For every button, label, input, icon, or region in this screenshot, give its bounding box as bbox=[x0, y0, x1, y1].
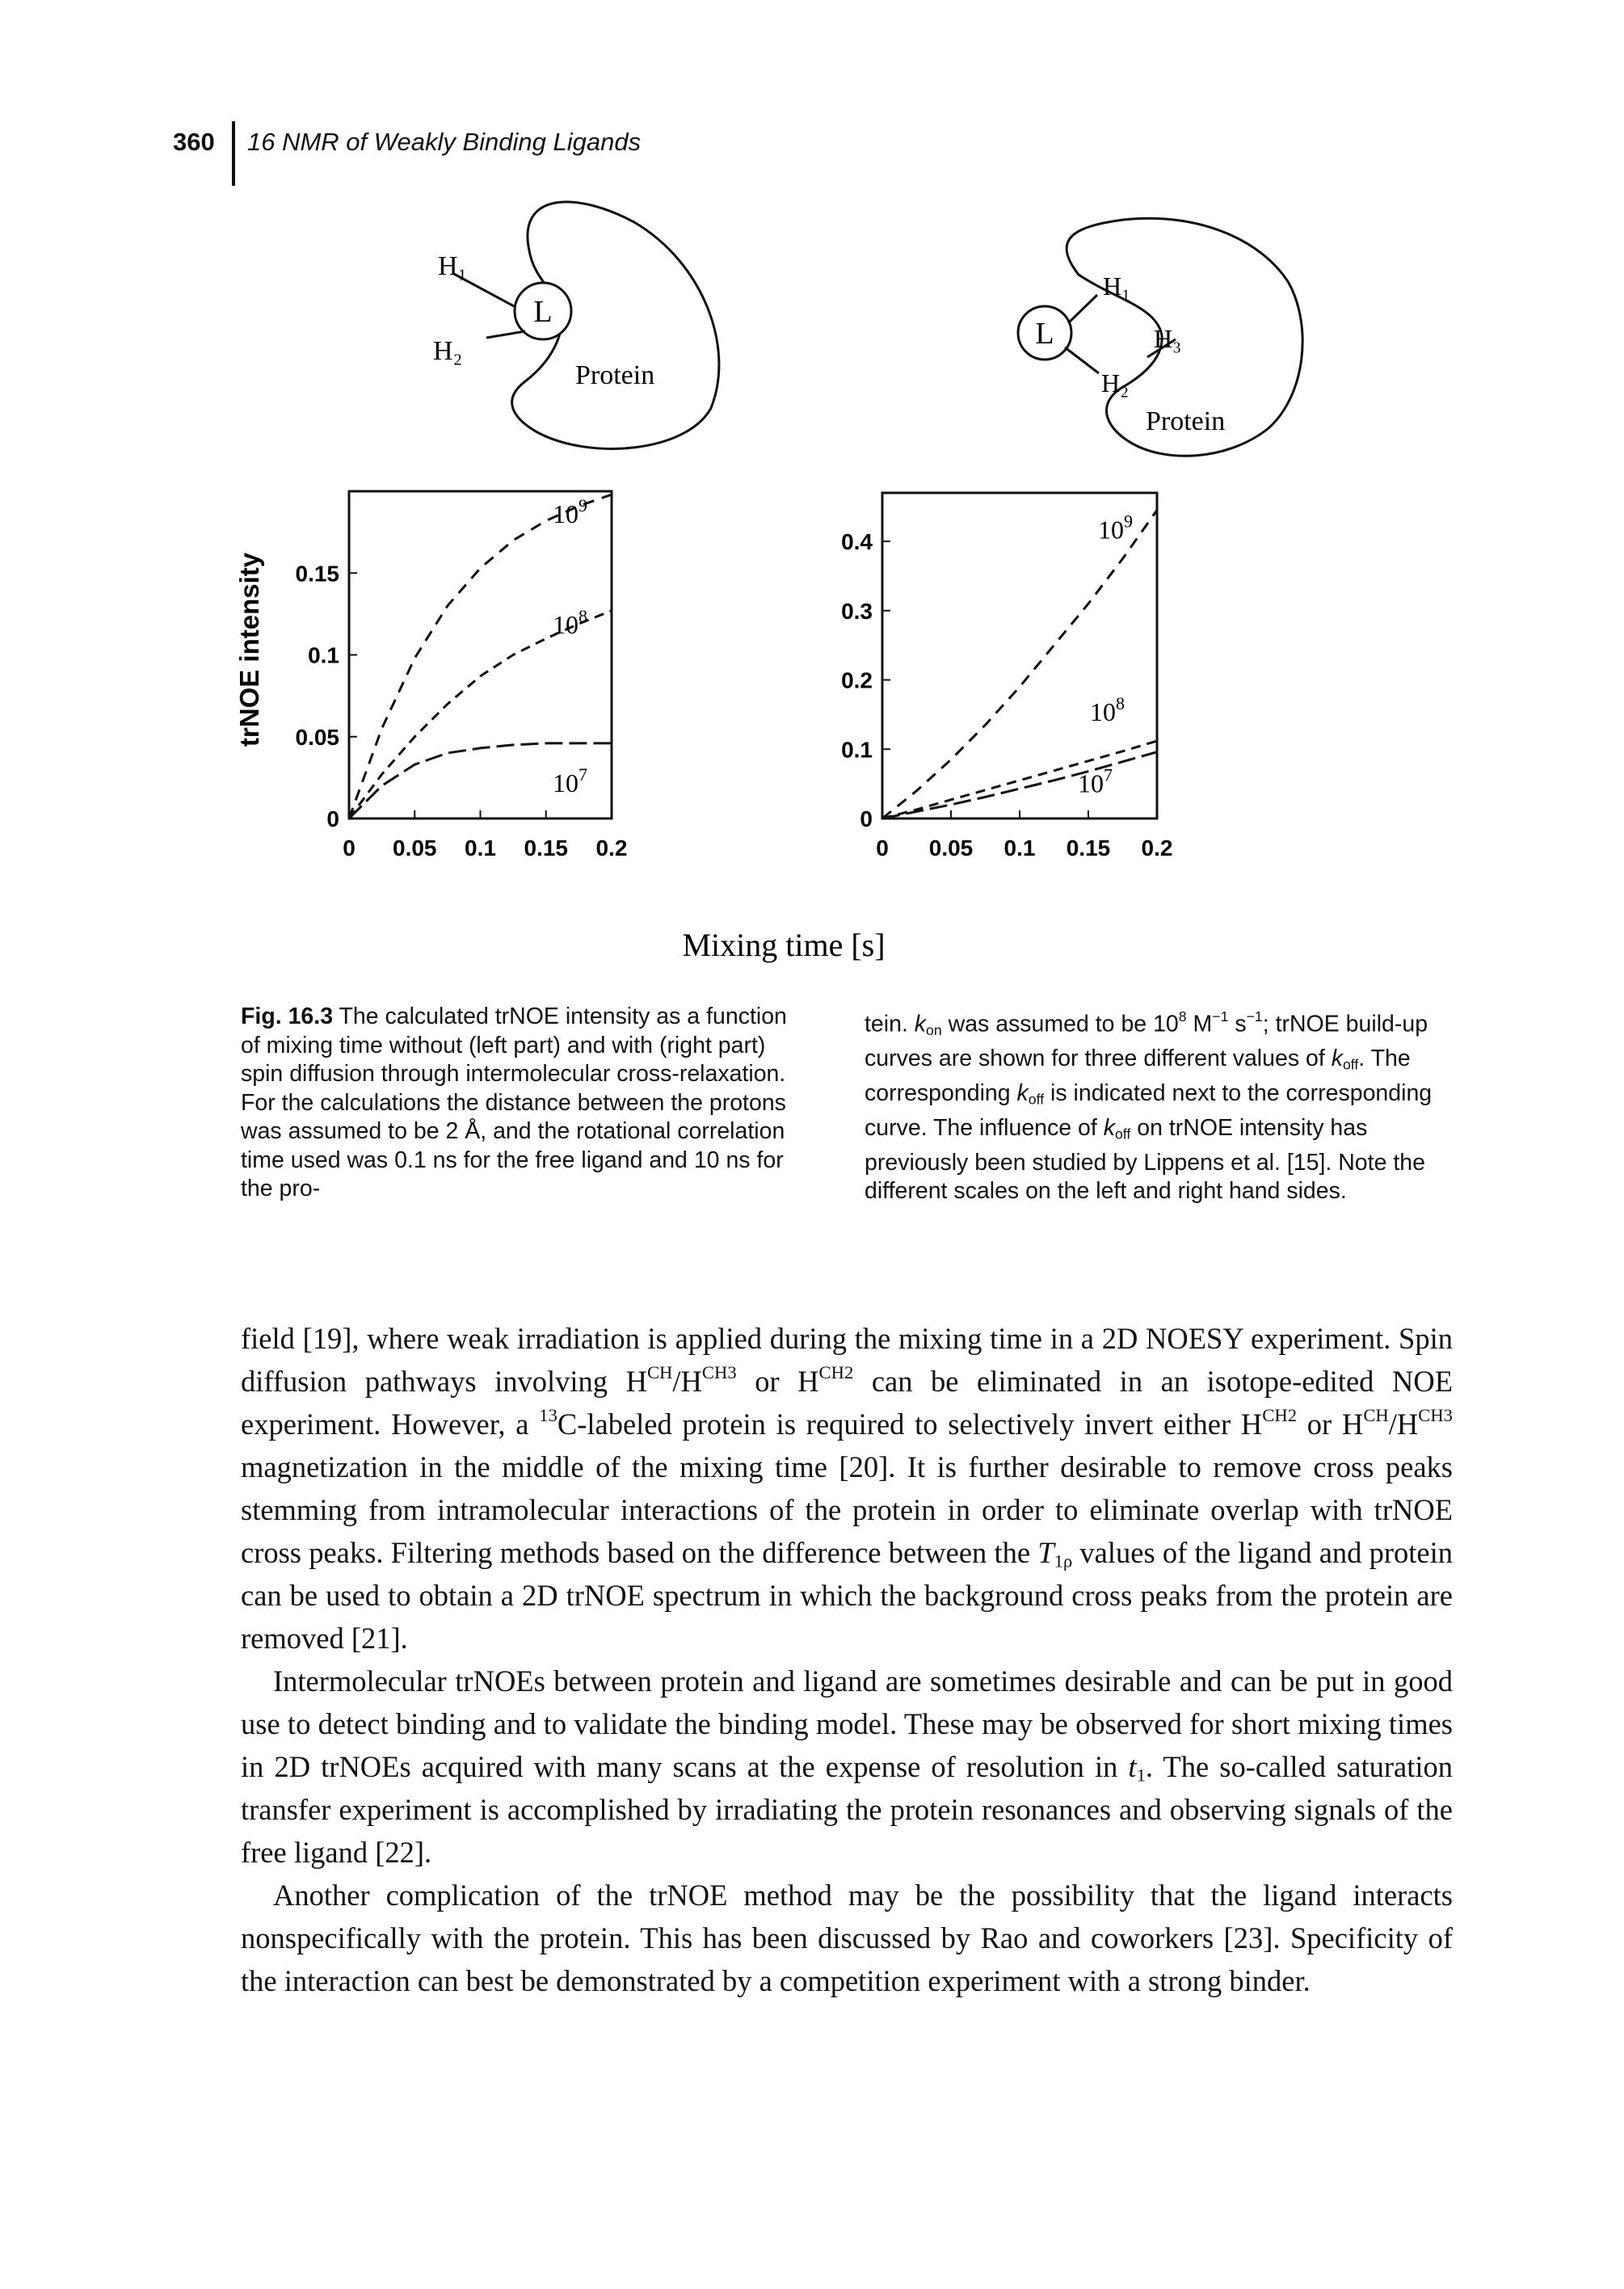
left-ligand-circle bbox=[513, 281, 573, 341]
left-x-tick-label: 0.2 bbox=[596, 835, 628, 860]
left-binding-cartoon: L H₁ H₂ Protein bbox=[433, 200, 721, 450]
left-y-tick-label: 0 bbox=[326, 806, 339, 831]
right-y-tick-label: 0.3 bbox=[841, 599, 873, 624]
left-curve-9 bbox=[347, 493, 612, 819]
right-protein-label: Protein bbox=[1146, 406, 1225, 436]
right-y-tick-label: 0.4 bbox=[841, 529, 873, 554]
caption-text: tein. bbox=[865, 1011, 915, 1037]
left-x-tick-label: 0 bbox=[343, 835, 356, 860]
left-x-tick-label: 0.1 bbox=[465, 835, 496, 860]
k-off-subscript: off bbox=[1114, 1126, 1131, 1142]
caption-text: ; trNOE build-up curves are shown for th… bbox=[865, 1011, 1428, 1072]
caption-text: s bbox=[1228, 1011, 1247, 1037]
right-y-tick-label: 0.2 bbox=[841, 668, 873, 693]
caption-left-column: Fig. 16.3 The calculated trNOE intensity… bbox=[241, 1003, 806, 1204]
figure-svg: L H₁ H₂ Protein L H₁ H₂ H₃ Protein trNOE… bbox=[234, 200, 1304, 963]
k-symbol: k bbox=[914, 1011, 927, 1037]
right-h2-bond bbox=[1064, 346, 1100, 375]
left-y-tick-label: 0.1 bbox=[308, 643, 339, 668]
paragraph-2: Intermolecular trNOEs between protein an… bbox=[241, 1664, 1453, 1869]
running-head: 16 NMR of Weakly Binding Ligands bbox=[247, 128, 642, 156]
exponent: −1 bbox=[1212, 1008, 1229, 1025]
caption-text: was assumed to be 10 bbox=[941, 1011, 1179, 1037]
right-ligand-circle bbox=[1016, 305, 1073, 361]
right-x-tick-label: 0.05 bbox=[929, 835, 974, 860]
right-plot-curves bbox=[881, 509, 1159, 820]
left-h2-bond bbox=[486, 330, 526, 339]
left-curve-label-8: 108 bbox=[553, 606, 587, 639]
caption-text: M bbox=[1186, 1011, 1213, 1037]
left-plot-curve-labels: 109 108 107 bbox=[553, 495, 587, 797]
right-curve-label-7: 107 bbox=[1078, 765, 1113, 798]
right-h3-bond bbox=[1146, 338, 1176, 359]
right-x-tick-label: 0 bbox=[876, 835, 889, 860]
right-h1-bond bbox=[1067, 293, 1099, 325]
right-binding-cartoon: L H₁ H₂ H₃ Protein bbox=[1016, 217, 1304, 457]
left-curve-7 bbox=[347, 742, 612, 820]
right-ligand-label: L bbox=[1035, 317, 1054, 351]
exponent: 8 bbox=[1178, 1008, 1187, 1025]
right-plot: 0 0.05 0.1 0.15 0.2 0 0.1 0.2 0.3 0.4 109 108 107 bbox=[841, 491, 1172, 860]
k-symbol: k bbox=[1331, 1046, 1343, 1072]
left-curve-label-9: 109 bbox=[553, 495, 587, 528]
y-axis-label: trNOE intensity bbox=[234, 552, 264, 747]
left-curve-8 bbox=[347, 609, 612, 819]
left-plot: 0 0.05 0.1 0.15 0.2 0 0.05 0.1 0.15 109 108 107 bbox=[296, 490, 628, 860]
paragraph-1: field [19], where weak irradiation is ap… bbox=[241, 1322, 1454, 1655]
left-y-tick-label: 0.05 bbox=[296, 725, 340, 750]
caption-text: on trNOE intensity has previously been s… bbox=[865, 1115, 1425, 1205]
right-curve-label-8: 108 bbox=[1090, 693, 1125, 726]
right-curve-label-9: 109 bbox=[1098, 511, 1133, 544]
left-ligand-label: L bbox=[533, 295, 552, 329]
left-curve-label-7: 107 bbox=[553, 764, 587, 797]
left-h2-label: H₂ bbox=[433, 336, 462, 366]
right-curve-7 bbox=[881, 751, 1158, 820]
left-h1-bond bbox=[452, 271, 516, 309]
caption-text: . The corresponding bbox=[865, 1046, 1411, 1107]
right-curve-8 bbox=[881, 739, 1158, 820]
right-plot-ticks: 0 0.05 0.1 0.15 0.2 0 0.1 0.2 0.3 0.4 bbox=[841, 529, 1172, 860]
left-y-tick-label: 0.15 bbox=[296, 561, 340, 586]
k-on-subscript: on bbox=[926, 1021, 942, 1038]
left-protein-label: Protein bbox=[575, 360, 654, 390]
k-symbol: k bbox=[1103, 1115, 1115, 1142]
figure-16-3: L H₁ H₂ Protein L H₁ H₂ H₃ Protein trNOE… bbox=[210, 194, 1390, 978]
right-plot-curve-labels: 109 108 107 bbox=[1078, 511, 1133, 797]
caption-right-column: tein. kon was assumed to be 108 M−1 s−1;… bbox=[865, 1003, 1458, 1206]
right-curve-9 bbox=[881, 509, 1159, 820]
k-off-subscript: off bbox=[1342, 1056, 1359, 1073]
left-plot-curves bbox=[347, 493, 612, 820]
caption-text: is indicated next to the corresponding c… bbox=[865, 1080, 1433, 1142]
header-rule bbox=[232, 121, 235, 186]
left-x-tick-label: 0.15 bbox=[524, 835, 569, 860]
right-h1-label: H₁ bbox=[1103, 271, 1130, 301]
x-axis-label: Mixing time [s] bbox=[682, 927, 885, 963]
right-x-tick-label: 0.2 bbox=[1142, 835, 1173, 860]
k-off-subscript: off bbox=[1028, 1091, 1045, 1108]
right-x-tick-label: 0.15 bbox=[1067, 835, 1111, 860]
right-x-tick-label: 0.1 bbox=[1004, 835, 1036, 860]
left-h1-label: H₁ bbox=[438, 251, 467, 281]
body-text: field [19], where weak irradiation is ap… bbox=[241, 1317, 1453, 2002]
left-x-tick-label: 0.05 bbox=[393, 835, 437, 860]
paragraph-3: Another complication of the trNOE method… bbox=[241, 1879, 1453, 1997]
right-y-tick-label: 0 bbox=[860, 806, 873, 831]
figure-label: Fig. 16.3 bbox=[241, 1004, 334, 1029]
k-symbol: k bbox=[1016, 1080, 1029, 1107]
exponent: −1 bbox=[1246, 1008, 1263, 1025]
left-plot-ticks: 0 0.05 0.1 0.15 0.2 0 0.05 0.1 0.15 bbox=[296, 561, 628, 860]
right-h3-label: H₃ bbox=[1154, 324, 1181, 353]
caption-text-left: The calculated trNOE intensity as a func… bbox=[241, 1004, 787, 1201]
right-y-tick-label: 0.1 bbox=[841, 737, 873, 762]
page-number: 360 bbox=[173, 128, 215, 156]
right-h2-label: H₂ bbox=[1101, 368, 1129, 398]
